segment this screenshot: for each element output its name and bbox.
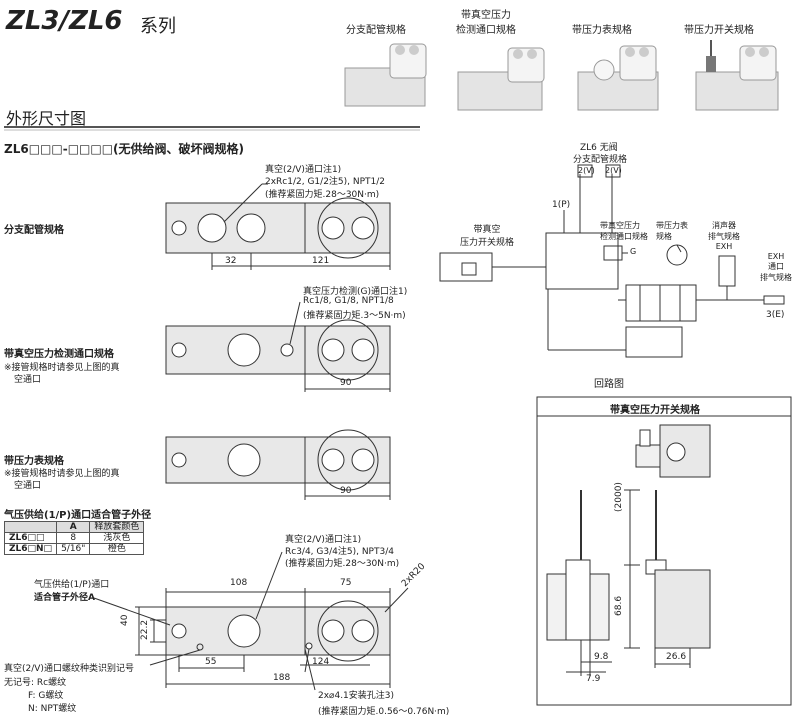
circuit-port-2v-b: 2(V) — [605, 166, 622, 175]
dim-22-2: 22.2 — [140, 619, 150, 640]
dim-75: 75 — [340, 578, 352, 588]
series-suffix: 系列 — [140, 16, 176, 37]
mount-torque-note: (推荐紧固力矩.0.56～0.76N·m) — [318, 707, 450, 717]
main-supply-1: 气压供给(1/P)通口 — [34, 580, 110, 590]
product-photo-gauge — [577, 45, 659, 111]
dim-2000: (2000) — [614, 482, 624, 512]
circuit-detect-label: 带真空压力 检测通口规格 — [600, 221, 648, 241]
variant-label-detect: 带真空压力 检测通口规格 — [456, 10, 516, 36]
table-header: A — [56, 521, 91, 533]
main-callout-2: Rc3/4, G3/4注5), NPT3/4 — [285, 547, 394, 557]
table-row: ZL6□□ 8 浅灰色 — [3, 532, 145, 544]
gauge-note-1: ※接管规格时请参见上图的真 — [4, 469, 120, 479]
table-cell: 橙色 — [89, 543, 145, 555]
table-cell: 浅灰色 — [89, 532, 145, 544]
dim-188: 188 — [273, 673, 291, 683]
gauge-dim-90: 90 — [340, 486, 352, 496]
product-photo-detect — [457, 47, 545, 111]
tube-table-title: 气压供给(1/P)通口适合管子外径 — [4, 510, 152, 521]
thread-note-3: F: G螺纹 — [28, 691, 64, 701]
circuit-silencer-label: 消声器 排气规格 EXH — [708, 221, 740, 251]
table-header — [3, 521, 58, 533]
tube-table: A 释放套颜色 ZL6□□ 8 浅灰色 ZL6□N□ 5/16" 橙色 — [3, 521, 145, 555]
circuit-gauge-label: 带压力表 规格 — [656, 221, 688, 241]
variant-label-branch: 分支配管规格 — [346, 25, 406, 36]
mount-hole-note: 2x⌀4.1安装孔注3) — [318, 691, 395, 701]
thread-note-4: N: NPT螺纹 — [28, 704, 77, 714]
branch-callout-1: 真空(2/V)通口注1) — [265, 165, 342, 175]
main-supply-2: 适合管子外径A — [34, 593, 95, 603]
circuit-exh-label: EXH 通口 排气规格 — [760, 252, 792, 282]
switch-detail-frame — [536, 396, 792, 706]
detect-note-2: 空通口 — [14, 375, 42, 385]
dim-108: 108 — [230, 578, 248, 588]
dim-9-8: 9.8 — [594, 652, 609, 662]
circuit-switch-label: 带真空 压力开关规格 — [460, 225, 515, 248]
table-row: A 释放套颜色 — [3, 521, 145, 533]
main-callout-3: (推荐紧固力矩.28～30N·m) — [285, 559, 400, 569]
detect-note-1: ※接管规格时请参见上图的真 — [4, 363, 120, 373]
table-cell: 5/16" — [56, 543, 91, 555]
dim-68-6: 68.6 — [614, 595, 624, 616]
table-cell: ZL6□N□ — [3, 543, 58, 555]
thread-note-1: 真空(2/V)通口螺纹种类识别记号 — [4, 664, 134, 674]
table-cell: 8 — [56, 532, 91, 544]
dim-7-9: 7.9 — [586, 674, 601, 684]
circuit-port-1p: 1(P) — [552, 200, 571, 210]
dim-32: 32 — [225, 256, 237, 266]
table-header: 释放套颜色 — [89, 521, 145, 533]
dim-124: 124 — [312, 657, 330, 667]
circuit-port-2v-a: 2(V) — [578, 166, 595, 175]
circuit-g-label: G — [630, 247, 637, 256]
series-title: ZL3/ZL6 — [6, 6, 123, 36]
variant-label-gauge: 带压力表规格 — [572, 25, 632, 36]
table-row: ZL6□N□ 5/16" 橙色 — [3, 543, 145, 555]
detect-callout-2: Rc1/8, G1/8, NPT1/8 — [303, 296, 394, 306]
branch-callout-2: 2xRc1/2, G1/2注5), NPT1/2 — [265, 177, 386, 187]
detect-callout-3: (推荐紧固力矩.3～5N·m) — [303, 311, 406, 321]
circuit-title: ZL6 无阀 — [580, 143, 618, 153]
thread-note-2: 无记号: Rc螺纹 — [4, 678, 67, 688]
gauge-note-2: 空通口 — [14, 481, 42, 491]
view-main-body — [93, 551, 409, 691]
branch-callout-3: (推荐紧固力矩.28～30N·m) — [265, 190, 380, 200]
detect-dim-90: 90 — [340, 378, 352, 388]
main-callout-1: 真空(2/V)通口注1) — [285, 535, 362, 545]
variant-label-switch: 带压力开关规格 — [684, 25, 754, 36]
view-branch-label: 分支配管规格 — [4, 225, 64, 236]
dim-121: 121 — [312, 256, 330, 266]
view-gauge-label: 带压力表规格 — [4, 456, 64, 467]
product-photo-branch — [344, 43, 427, 107]
dim-55: 55 — [205, 657, 217, 667]
circuit-exh-port: 3(E) — [766, 310, 785, 320]
view-detect-body — [165, 301, 391, 392]
dim-40: 40 — [120, 614, 130, 626]
dim-26-6: 26.6 — [666, 652, 687, 662]
view-gauge-body — [165, 429, 391, 500]
model-code: ZL6□□□-□□□□(无供给阀、破坏阀规格) — [4, 142, 245, 156]
circuit-diagram — [439, 164, 785, 358]
circuit-caption: 回路图 — [594, 379, 624, 390]
view-branch-body — [165, 183, 391, 270]
section-heading: 外形尺寸图 — [6, 109, 87, 128]
switch-detail-title: 带真空压力开关规格 — [610, 405, 700, 416]
circuit-branch-label: 分支配管规格 — [573, 155, 628, 165]
view-detect-label: 带真空压力检测通口规格 — [4, 349, 114, 360]
detect-callout-1: 真空压力检测(G)通口注1) — [303, 287, 408, 297]
product-photo-switch — [695, 40, 779, 111]
table-cell: ZL6□□ — [3, 532, 58, 544]
